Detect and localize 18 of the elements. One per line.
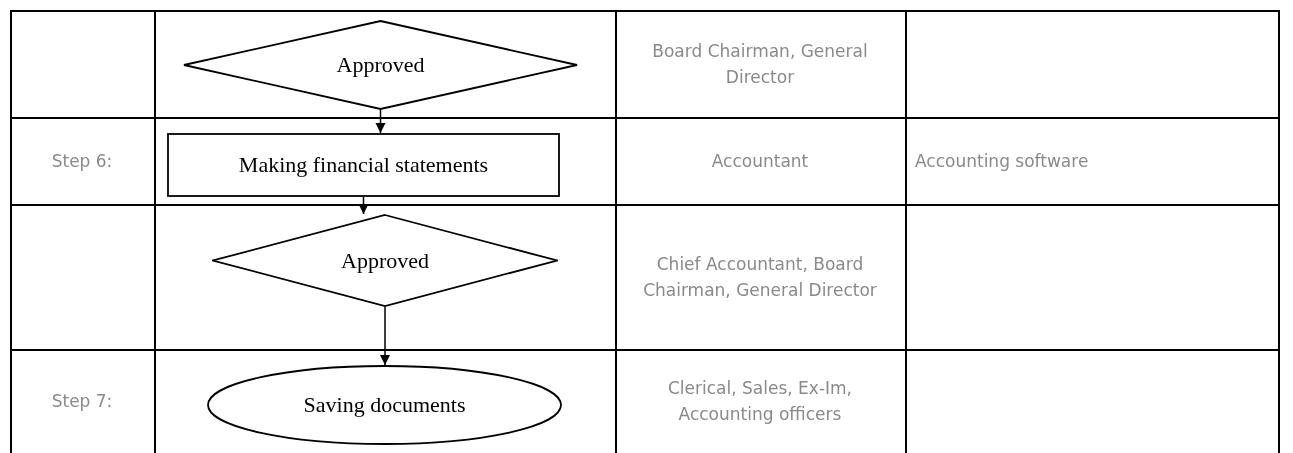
step-label: Step 7: <box>51 390 113 413</box>
role-text: Chief Accountant, Board Chairman, General Director <box>642 252 878 302</box>
decision-diamond <box>183 20 578 110</box>
process-box <box>167 133 560 197</box>
node-text: Saving documents <box>303 392 466 418</box>
role-text: Clerical, Sales, Ex-Im, Accounting officers <box>667 377 853 426</box>
tool-text: Accounting software <box>915 149 1089 173</box>
node-text: Making financial statements <box>238 152 489 178</box>
arrow <box>358 196 369 215</box>
step-label: Step 6: <box>51 149 113 173</box>
terminal-ellipse <box>207 365 562 445</box>
role-text: Board Chairman, General Director <box>651 39 869 89</box>
node-text: Approved <box>336 52 425 78</box>
arrow <box>379 306 391 366</box>
decision-diamond <box>212 214 558 307</box>
role-text: Accountant <box>711 149 809 173</box>
arrow <box>375 109 386 134</box>
node-text: Approved <box>341 247 429 274</box>
